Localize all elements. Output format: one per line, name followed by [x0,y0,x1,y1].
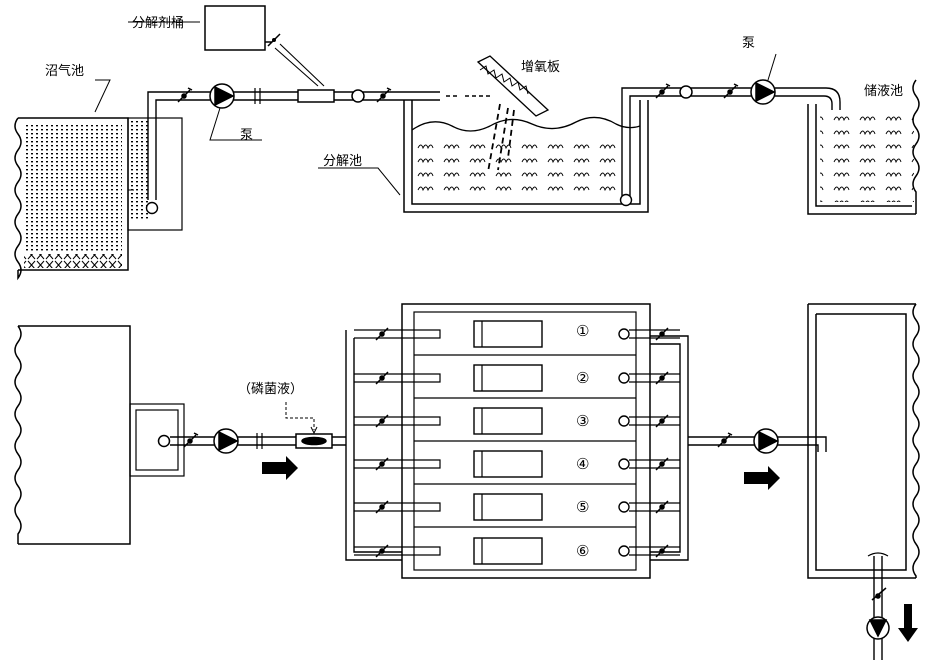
outlet-port-4 [618,458,630,470]
sight-window-4 [473,450,543,478]
inlet-valve-hub-6 [379,548,385,554]
bucket-feed-pipe [274,43,325,87]
inlet-branch-3 [354,416,441,426]
outlet-port-3 [618,415,630,427]
oxygen-board-label: 增氧板 [521,60,561,75]
inlet-valve-hub-1 [379,331,385,337]
inlet-branch-5 [354,502,441,512]
pump-1-label: 泵 [240,128,254,143]
pool-outlet-pipe [619,87,760,207]
storage-inlet-pipe [775,87,841,110]
outlet-valve-hub-4 [659,461,665,467]
decomposition-leader [318,167,401,196]
valve-2 [376,87,392,103]
valve-1 [177,87,193,103]
outlet-port-1 [618,328,630,340]
storage-pool [807,79,920,215]
drain-pipe [867,552,889,660]
valve-6 [717,432,733,448]
decomposition-pool [403,100,649,213]
valve-7 [871,587,887,601]
outlet-valve-hub-2 [659,375,665,381]
inlet-branch-4 [354,459,441,469]
suction-pipe [145,91,440,215]
flow-arrow-right [744,466,780,490]
pump-2 [750,79,776,105]
pump-1-leader [209,107,262,141]
outlet-manifold [650,335,689,561]
source-tank [14,325,185,545]
digester-pool-label: 沼气池 [45,64,85,79]
pump-5 [866,616,890,640]
channel-3-number: ③ [576,412,590,430]
decomposer-bucket-label: 分解剂桶 [132,16,185,31]
bacteria-liquid-label: （磷菌液） [238,382,304,397]
digester-pool [14,117,183,281]
sight-window-3 [473,407,543,435]
sight-window-1 [473,320,543,348]
digester-leader [94,79,111,113]
outlet-branch-3 [629,416,680,426]
flow-arrow-left [262,456,298,480]
output-pipe [688,436,827,452]
outlet-branch-4 [629,459,680,469]
decomposition-pool-label: 分解池 [323,154,363,169]
outlet-branch-5 [629,502,680,512]
sight-window-6 [473,537,543,565]
bacteria-dash-leader [285,402,315,430]
outlet-branch-6 [629,546,680,556]
channel-1-number: ① [576,322,590,340]
outlet-branch-1 [629,329,680,339]
outlet-valve-hub-3 [659,418,665,424]
pump-2-leader [767,53,777,81]
check-valve-2 [679,85,693,99]
outlet-port-6 [618,545,630,557]
pump-4 [753,428,779,454]
flange-2 [256,433,263,449]
decomposer-bucket [204,5,266,51]
inlet-manifold [345,330,402,561]
sight-window-2 [473,364,543,392]
outlet-valve-hub-1 [659,331,665,337]
check-valve [351,89,365,103]
valve-5 [183,432,199,448]
outlet-valve-hub-6 [659,548,665,554]
inlet-branch-6 [354,546,441,556]
pump-1 [209,83,235,109]
inlet-valve-hub-3 [379,418,385,424]
reactor-rows [354,320,680,565]
collection-tank [807,303,920,579]
inlet-valve-hub-2 [379,375,385,381]
mixer-bottom [295,433,333,449]
pump-3 [213,428,239,454]
valve-3 [655,83,671,99]
inlet-valve-hub-5 [379,504,385,510]
channel-2-number: ② [576,369,590,387]
inlet-valve-hub-4 [379,461,385,467]
flange-1 [254,88,261,104]
outlet-port-5 [618,501,630,513]
channel-4-number: ④ [576,455,590,473]
mixer-top [297,89,335,103]
channel-6-number: ⑥ [576,542,590,560]
outlet-port-2 [618,372,630,384]
valve-4 [723,83,739,99]
inlet-branch-1 [354,329,441,339]
inlet-branch-2 [354,373,441,383]
pump-2-label: 泵 [742,36,756,51]
sight-window-5 [473,493,543,521]
flow-arrow-down [898,604,918,642]
outlet-valve-hub-5 [659,504,665,510]
channel-5-number: ⑤ [576,498,590,516]
outlet-branch-2 [629,373,680,383]
storage-pool-label: 储液池 [864,84,904,99]
